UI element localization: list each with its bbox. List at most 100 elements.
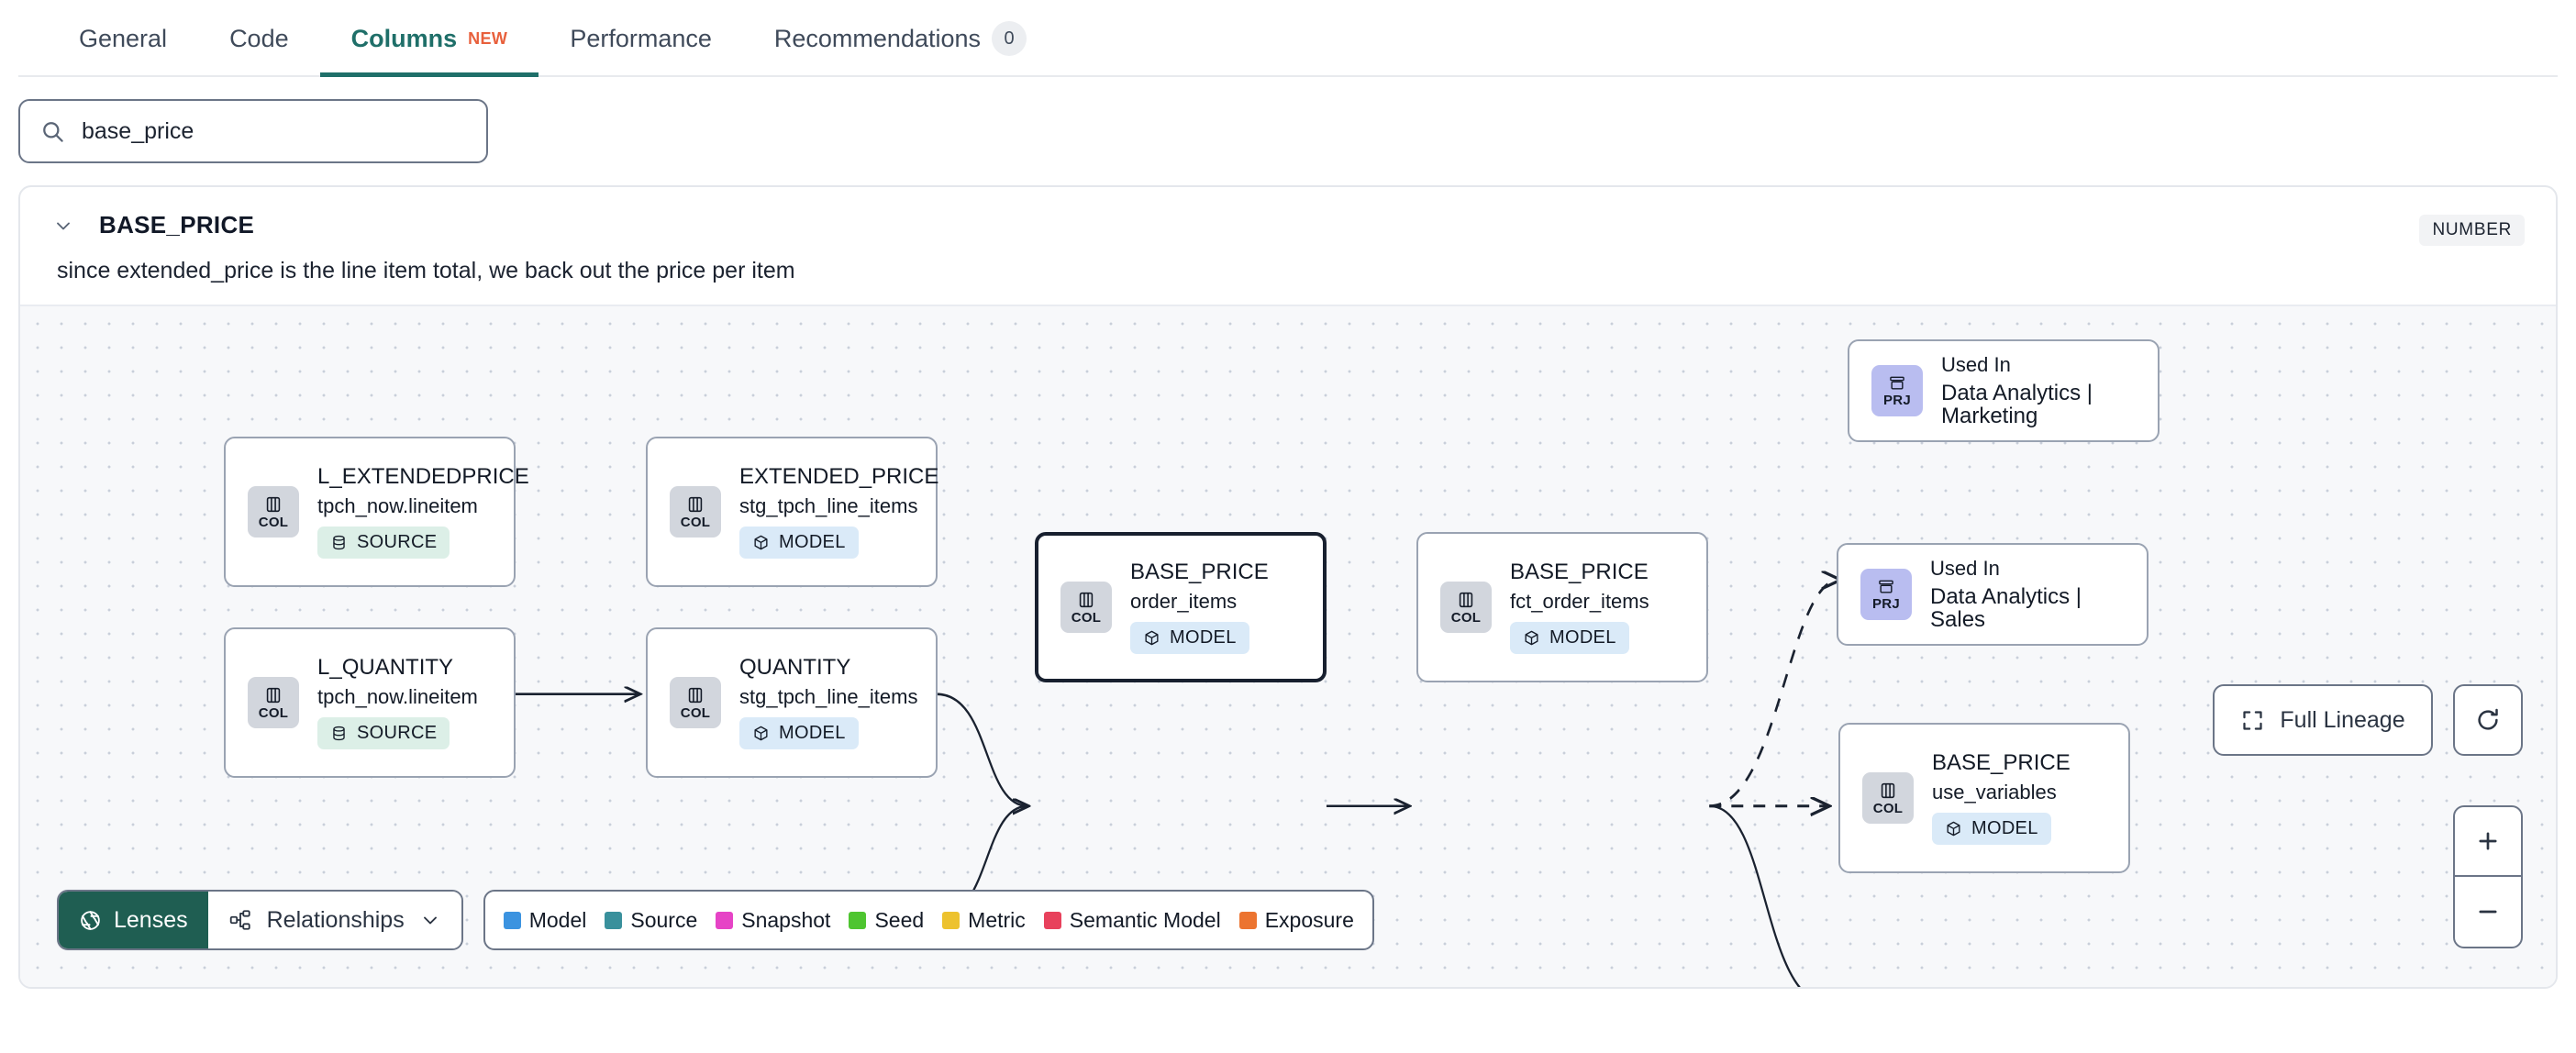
lenses-group: Lenses Relationships [57,890,463,950]
node-used-in-label: Used In [1930,556,2000,580]
recommendations-count-badge: 0 [992,21,1027,56]
lineage-node-extended-price[interactable]: COL EXTENDED_PRICE stg_tpch_line_items M… [646,437,938,587]
lineage-node-base-price-use-variables[interactable]: COL BASE_PRICE use_variables MODEL [1838,723,2130,873]
legend-swatch [1043,911,1061,929]
zoom-controls [2453,805,2523,948]
column-icon: COL [248,486,299,538]
lineage-node-base-price-order-items[interactable]: COL BASE_PRICE order_items MODEL [1035,532,1327,682]
column-icon-label: COL [1450,610,1482,626]
legend-item-seed: Seed [849,908,924,933]
materialization-badge: MODEL [1130,621,1249,654]
tab-label: Columns [350,24,458,52]
full-lineage-button[interactable]: Full Lineage [2213,684,2433,756]
column-panel-header: BASE_PRICE NUMBER [20,187,2556,246]
legend-label: Seed [874,907,925,932]
materialization-label: MODEL [1971,817,2038,838]
legend-swatch [503,911,521,929]
legend-label: Exposure [1264,907,1354,932]
node-body: Used In Data Analytics | Sales [1930,556,2125,633]
legend-item-metric: Metric [942,908,1026,933]
lineage-canvas[interactable]: COL L_EXTENDEDPRICE tpch_now.lineitem SO… [20,305,2556,987]
node-body: Used In Data Analytics | Marketing [1941,354,2136,429]
materialization-badge: MODEL [739,716,859,749]
materialization-label: MODEL [779,722,846,743]
legend-label: Semantic Model [1069,907,1221,932]
search-icon [40,119,65,144]
tab-columns[interactable]: Columns NEW [319,0,539,77]
tab-label: Performance [570,24,712,52]
tab-new-badge: NEW [468,28,508,48]
materialization-label: MODEL [1170,626,1237,648]
node-subtitle: order_items [1130,589,1238,613]
node-subtitle: stg_tpch_line_items [739,684,918,708]
relationships-dropdown[interactable]: Relationships [207,892,461,948]
materialization-badge: MODEL [1510,621,1629,654]
node-subtitle: tpch_now.lineitem [317,684,478,708]
page-title: BASE_PRICE [99,211,255,238]
lineage-node-l-extendedprice[interactable]: COL L_EXTENDEDPRICE tpch_now.lineitem SO… [224,437,529,587]
search-area [0,77,2576,163]
legend-item-snapshot: Snapshot [716,908,830,933]
edge-extended-price-base-price [936,693,1028,806]
node-body: EXTENDED_PRICE stg_tpch_line_items MODEL [739,464,939,559]
column-icon-label: COL [680,515,711,530]
node-title: EXTENDED_PRICE [739,464,939,490]
tab-general[interactable]: General [48,0,198,77]
project-icon-label: PRJ [1882,393,1912,408]
lineage-node-prj-sales[interactable]: PRJ Used In Data Analytics | Sales [1837,543,2149,646]
materialization-badge: MODEL [739,526,859,559]
materialization-badge: MODEL [1932,812,2051,845]
zoom-out-button[interactable] [2455,877,2521,947]
legend-item-exposure: Exposure [1238,907,1354,933]
legend-label: Snapshot [741,907,831,932]
column-icon-label: COL [258,515,289,530]
data-type-badge: NUMBER [2419,215,2525,246]
column-icon: COL [1060,582,1112,633]
edge-fct-order-items-use-variables [1709,804,1802,987]
column-icon: COL [248,677,299,728]
lenses-label: Lenses [114,906,188,933]
legend-swatch [716,911,734,929]
node-project-name: Data Analytics | Marketing [1941,380,2093,429]
node-subtitle: fct_order_items [1510,589,1649,613]
column-icon-label: COL [1071,610,1102,626]
expand-icon [2240,708,2265,733]
lineage-node-l-quantity[interactable]: COL L_QUANTITY tpch_now.lineitem SOURCE [224,627,516,778]
node-subtitle: use_variables [1932,780,2057,804]
materialization-label: SOURCE [357,531,438,552]
lineage-node-base-price-fct-order-items[interactable]: COL BASE_PRICE fct_order_items MODEL [1416,532,1708,682]
node-title: QUANTITY [739,655,851,681]
archive-icon: PRJ [1860,569,1912,620]
zoom-in-button[interactable] [2455,807,2521,877]
lenses-button[interactable]: Lenses [59,892,208,948]
node-project-name: Data Analytics | Sales [1930,583,2082,633]
lineage-node-quantity[interactable]: COL QUANTITY stg_tpch_line_items MODEL [646,627,938,778]
column-detail-panel: BASE_PRICE NUMBER since extended_price i… [18,185,2558,989]
tab-label: Recommendations [773,24,982,52]
search-input[interactable] [82,117,466,145]
chevron-down-icon[interactable] [51,214,75,238]
tab-performance[interactable]: Performance [539,0,743,77]
lineage-node-prj-marketing[interactable]: PRJ Used In Data Analytics | Marketing [1848,339,2160,442]
aperture-icon [79,909,102,932]
legend-label: Model [528,907,587,932]
node-body: BASE_PRICE use_variables MODEL [1932,751,2071,845]
lineage-legend: Model Source Snapshot Seed Metric [483,890,1374,950]
tab-code[interactable]: Code [198,0,320,77]
legend-swatch [849,911,867,929]
node-body: L_EXTENDEDPRICE tpch_now.lineitem SOURCE [317,465,529,559]
column-description: since extended_price is the line item to… [57,258,795,283]
node-subtitle: tpch_now.lineitem [317,493,478,517]
tab-label: Code [229,24,289,52]
node-title: BASE_PRICE [1510,560,1649,585]
tab-recommendations[interactable]: Recommendations 0 [743,0,1058,77]
search-box[interactable] [18,99,488,163]
relationships-icon [228,908,252,932]
tab-bar: General Code Columns NEW Performance Rec… [0,0,2576,77]
relationships-label: Relationships [266,906,405,933]
materialization-label: MODEL [779,531,846,552]
legend-swatch [1238,911,1257,929]
full-lineage-label: Full Lineage [2280,706,2405,733]
refresh-button[interactable] [2453,684,2523,756]
materialization-badge: SOURCE [317,526,450,559]
